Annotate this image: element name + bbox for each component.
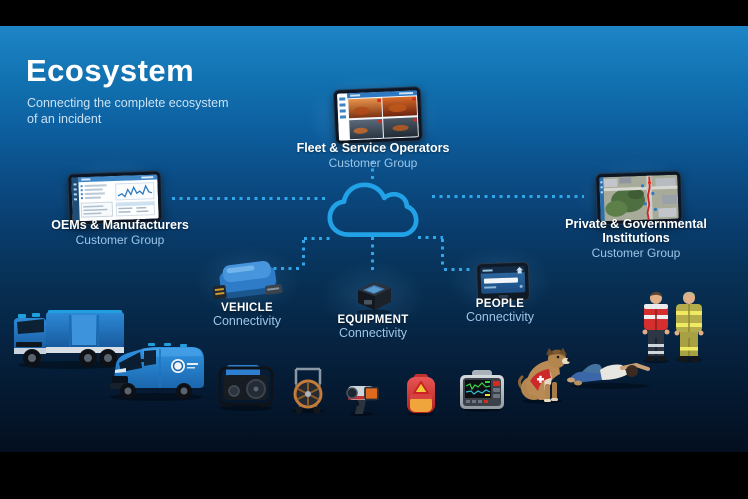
fleet-dashboard-screen (337, 90, 419, 141)
customer-group-type: Customer Group (75, 233, 165, 247)
customer-group-type: Customer Group (591, 246, 681, 260)
connector-cloud-to-vehicle-v (302, 240, 305, 269)
connectivity-subtitle: Connectivity (338, 326, 408, 340)
connectivity-title: EQUIPMENT (337, 314, 409, 326)
connectivity-title: PEOPLE (475, 298, 525, 310)
page-title: Ecosystem (26, 53, 195, 88)
rescue-dog-illustration (518, 348, 570, 404)
connector-cloud-to-people-h1 (418, 236, 443, 239)
institutions-map-screen (599, 174, 679, 222)
slide-subtitle-line1: Connecting the complete ecosystem (27, 96, 229, 110)
customer-group-name-line2: Institutions (602, 231, 670, 245)
customer-group-name: Fleet & Service Operators (296, 141, 450, 155)
customer-group-type: Customer Group (328, 156, 418, 170)
customer-group-name: OEMs & Manufacturers (51, 218, 189, 232)
service-van-illustration (110, 343, 204, 401)
connector-cloud-to-people-v (441, 239, 444, 268)
connector-cloud-to-vehicle-h1 (304, 237, 332, 240)
people-connectivity-device-icon (476, 261, 530, 303)
connectivity-subtitle: Connectivity (212, 314, 282, 328)
label-equipment-connectivity: EQUIPMENT Connectivity (283, 314, 463, 342)
customer-group-name-line1: Private & Governmental (565, 217, 707, 231)
portable-pump-illustration (218, 365, 274, 411)
connectivity-title: VEHICLE (221, 302, 273, 314)
label-fleet-service-operators: Fleet & Service Operators Customer Group (258, 141, 488, 170)
paramedic-illustration (642, 291, 670, 364)
slide-subtitle-line2: of an incident (27, 112, 102, 127)
firefighter-illustration (674, 291, 704, 363)
fleet-dashboard-tablet (332, 86, 424, 145)
connector-oems-to-cloud (172, 197, 326, 200)
cloud-icon (327, 182, 419, 237)
patient-monitor-illustration (460, 370, 504, 412)
connectivity-subtitle: Connectivity (465, 310, 535, 324)
label-oems-manufacturers: OEMs & Manufacturers Customer Group (20, 218, 220, 247)
thermal-camera-illustration (346, 386, 379, 416)
label-private-governmental-institutions: Private & Governmental Institutions Cust… (536, 217, 736, 260)
connector-cloud-to-vehicle-h2 (251, 267, 303, 270)
fire-truck-illustration (14, 310, 124, 369)
equipment-tracker-device-icon (357, 282, 391, 315)
casualty-person-illustration (567, 362, 650, 389)
oems-dashboard-tablet (67, 170, 163, 226)
oems-dashboard-screen (71, 174, 159, 222)
institutions-map-tablet (595, 170, 683, 226)
label-vehicle-connectivity: VEHICLE Connectivity (157, 302, 337, 330)
connector-cloud-to-equipment (371, 237, 374, 272)
vehicle-telematics-device-icon (212, 261, 283, 300)
letterbox-top (0, 0, 748, 26)
emergency-backpack-illustration (407, 374, 435, 416)
connector-cloud-to-people-h2 (444, 268, 471, 271)
letterbox-bottom (0, 452, 748, 499)
label-people-connectivity: PEOPLE Connectivity (410, 298, 590, 326)
slide-stage: Ecosystem Connecting the complete ecosys… (0, 26, 748, 452)
hose-reel-illustration (292, 367, 324, 414)
connector-fleet-to-cloud (371, 161, 374, 182)
slide-subtitle: Connecting the complete ecosystem of an … (27, 95, 229, 128)
connector-cloud-to-institutions (432, 195, 584, 198)
